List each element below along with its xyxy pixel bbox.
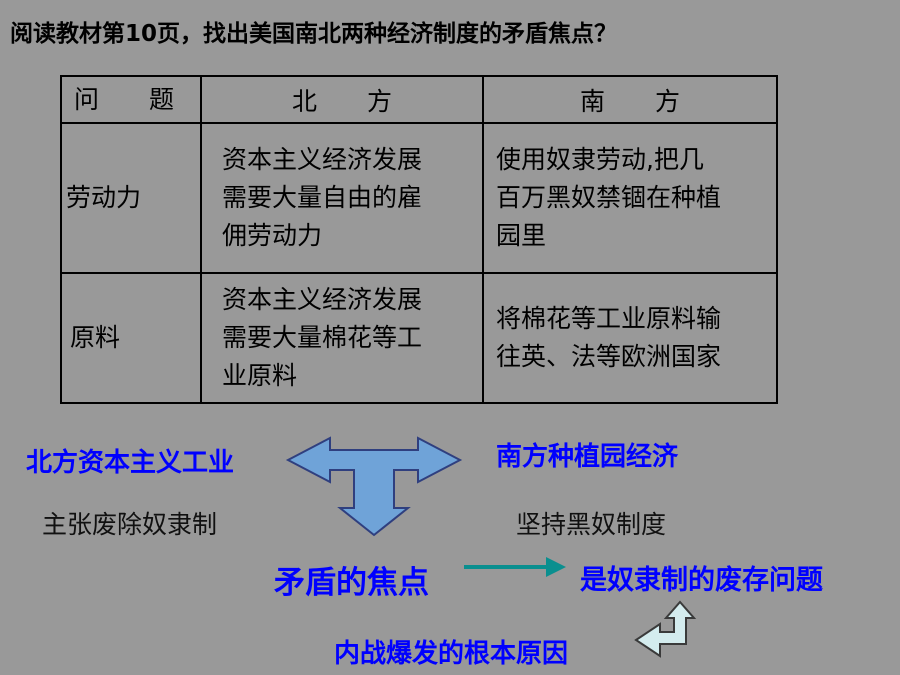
header-south: 南 方 [482,75,778,124]
cell-north-material: 资本主义经济发展 需要大量棉花等工 业原料 [200,272,484,404]
north-stance-label: 主张废除奴隶制 [42,510,218,539]
page-title: 阅读教材第10页，找出美国南北两种经济制度的矛盾焦点？ [10,21,618,47]
focus-answer-label: 是奴隶制的废存问题 [580,565,823,596]
cell-south-material: 将棉花等工业原料输 往英、法等欧洲国家 [482,272,778,404]
row-label-labor: 劳动力 [60,122,202,274]
south-stance-label: 坚持黑奴制度 [516,510,667,539]
table-row: 劳动力 资本主义经济发展 需要大量自由的雇 佣劳动力 使用奴隶劳动,把几 百万黑… [60,122,778,274]
cell-north-labor: 资本主义经济发展 需要大量自由的雇 佣劳动力 [200,122,484,274]
table-header-row: 问 题 北 方 南 方 [60,75,778,124]
root-cause-label: 内战爆发的根本原因 [334,639,569,669]
header-issue: 问 题 [60,75,202,124]
north-economy-label: 北方资本主义工业 [26,448,235,478]
cell-south-labor: 使用奴隶劳动,把几 百万黑奴禁锢在种植 园里 [482,122,778,274]
header-north: 北 方 [200,75,484,124]
bent-arrow-icon [634,600,697,658]
conflict-focus-label: 矛盾的焦点 [274,565,429,601]
right-arrow-head-icon [546,557,566,577]
comparison-table: 问 题 北 方 南 方 劳动力 资本主义经济发展 需要大量自由的雇 佣劳动力 使… [60,75,778,404]
t-double-arrow-icon [285,436,463,537]
south-economy-label: 南方种植园经济 [496,442,679,472]
row-label-material: 原料 [60,272,202,404]
table-row: 原料 资本主义经济发展 需要大量棉花等工 业原料 将棉花等工业原料输 往英、法等… [60,272,778,404]
